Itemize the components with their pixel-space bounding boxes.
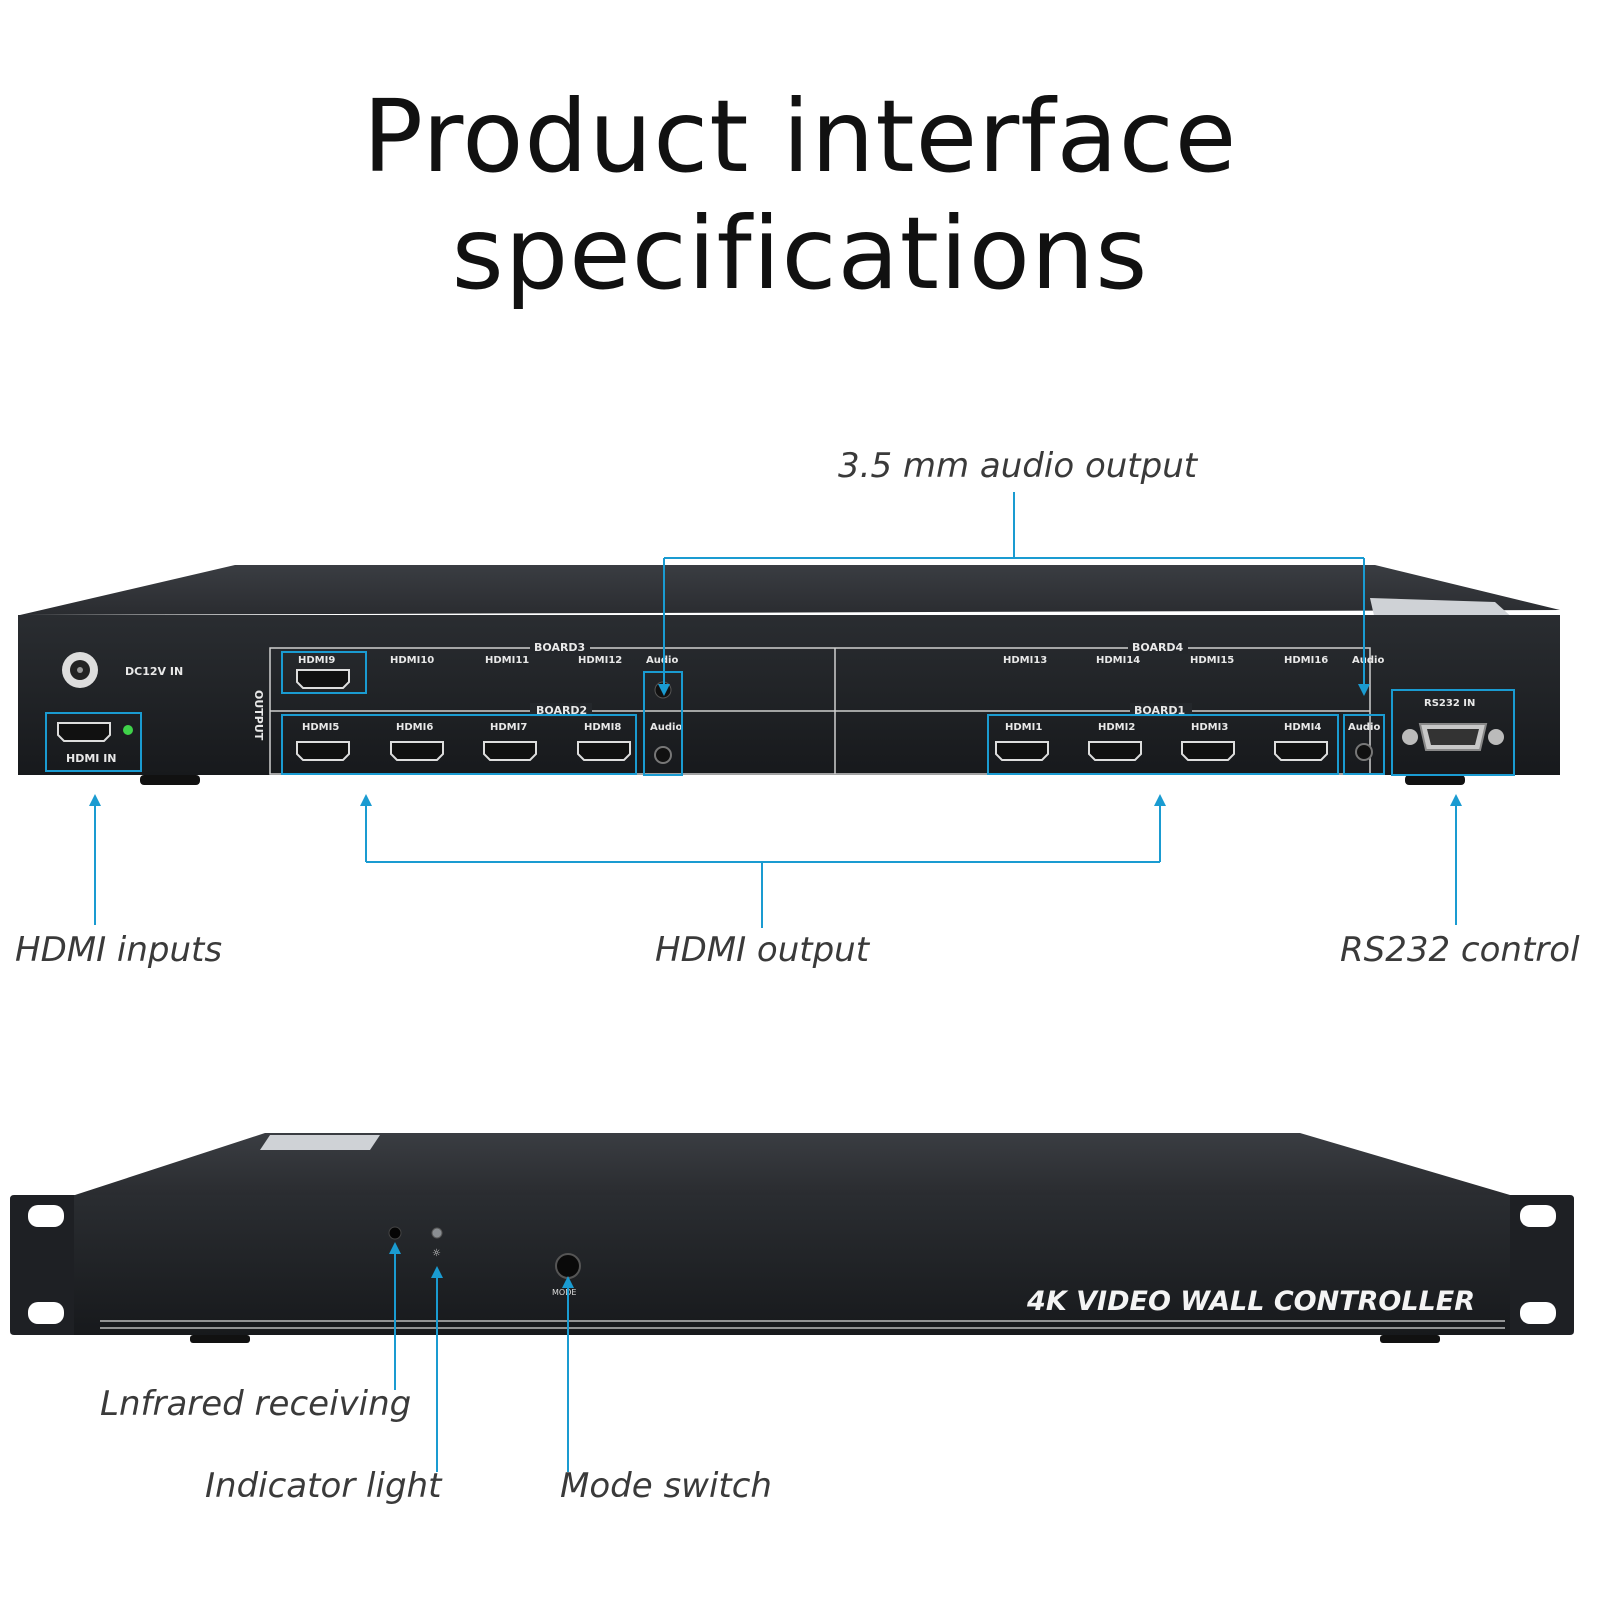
port-label: HDMI9	[298, 655, 335, 666]
board1-output-highlight	[987, 714, 1339, 775]
brand-text: 4K VIDEO WALL CONTROLLER	[1026, 1286, 1475, 1317]
audio-label-board2: Audio	[650, 722, 682, 733]
ir-receiver	[388, 1226, 402, 1240]
rack-ear-right	[1500, 1195, 1574, 1335]
indicator-led	[431, 1227, 443, 1239]
indicator-callout: Indicator light	[205, 1466, 442, 1506]
port-label: HDMI12	[578, 655, 622, 666]
audio-highlight-right	[1343, 714, 1385, 775]
audio-label-top: Audio	[646, 655, 678, 666]
hdmi9-highlight	[281, 651, 367, 694]
power-led	[123, 725, 133, 735]
hdmi-port	[390, 741, 444, 761]
front-sticker	[260, 1135, 380, 1150]
db9-connector	[1402, 723, 1504, 751]
front-face	[74, 1195, 1510, 1335]
hdmi-port	[1181, 741, 1235, 761]
port-label: HDMI11	[485, 655, 529, 666]
serial-sticker	[1370, 598, 1515, 620]
board2-label: BOARD2	[536, 704, 587, 717]
rs232-control-callout: RS232 control	[1340, 930, 1580, 970]
front-top-surface	[75, 1133, 1510, 1195]
board1-label: BOARD1	[1134, 704, 1185, 717]
foot	[1405, 775, 1465, 785]
hdmi-port	[577, 741, 631, 761]
hdmi-in-label: HDMI IN	[66, 752, 117, 765]
hdmi-port	[995, 741, 1049, 761]
infrared-callout: Lnfrared receiving	[100, 1384, 412, 1424]
mode-switch-callout: Mode switch	[560, 1466, 772, 1506]
port-label: HDMI1	[1005, 722, 1042, 733]
hdmi-in-port	[57, 722, 111, 742]
hdmi-port	[1088, 741, 1142, 761]
board4-label: BOARD4	[1132, 641, 1184, 654]
port-label: HDMI3	[1191, 722, 1228, 733]
audio-jack	[654, 746, 672, 764]
port-label: HDMI13	[1003, 655, 1047, 666]
hdmi-port	[296, 741, 350, 761]
port-label: HDMI6	[396, 722, 433, 733]
hdmi-port	[1274, 741, 1328, 761]
rs232-highlight	[1391, 689, 1515, 776]
port-label: HDMI7	[490, 722, 527, 733]
board2-output-highlight	[281, 714, 637, 775]
port-label: HDMI16	[1284, 655, 1328, 666]
hdmi-in-highlight	[45, 712, 142, 772]
hdmi-port	[483, 741, 537, 761]
hdmi-output-callout: HDMI output	[655, 930, 870, 970]
front-device: ☼ MODE 4K VIDEO WALL CONTROLLER	[10, 1133, 1574, 1343]
page-title: Product interface specifications	[362, 78, 1238, 312]
sun-icon: ☼	[432, 1248, 441, 1259]
port-label: HDMI14	[1096, 655, 1140, 666]
port-label: HDMI15	[1190, 655, 1234, 666]
hdmi-port	[296, 669, 350, 689]
audio-label-board1: Audio	[1348, 722, 1380, 733]
board3-label: BOARD3	[534, 641, 585, 654]
rs232-label: RS232 IN	[1424, 698, 1475, 709]
rear-device: DC12V IN HDMI IN OUTPUT BOARD3 BOARD4 BO…	[18, 565, 1560, 785]
mode-label: MODE	[552, 1288, 576, 1297]
port-label: HDMI5	[302, 722, 339, 733]
hdmi-inputs-callout: HDMI inputs	[15, 930, 223, 970]
rear-top-surface	[20, 565, 1560, 615]
audio-output-callout: 3.5 mm audio output	[838, 446, 1198, 486]
port-label: HDMI10	[390, 655, 434, 666]
port-label: HDMI2	[1098, 722, 1135, 733]
foot	[140, 775, 200, 785]
mode-switch-button[interactable]	[555, 1253, 581, 1279]
power-label: DC12V IN	[125, 665, 183, 678]
port-label: HDMI8	[584, 722, 621, 733]
audio-jack	[1355, 743, 1373, 761]
rear-face	[18, 615, 1560, 775]
output-label: OUTPUT	[252, 690, 265, 741]
rack-ear-left	[10, 1195, 84, 1335]
audio-label-top-right: Audio	[1352, 655, 1384, 666]
port-label: HDMI4	[1284, 722, 1321, 733]
